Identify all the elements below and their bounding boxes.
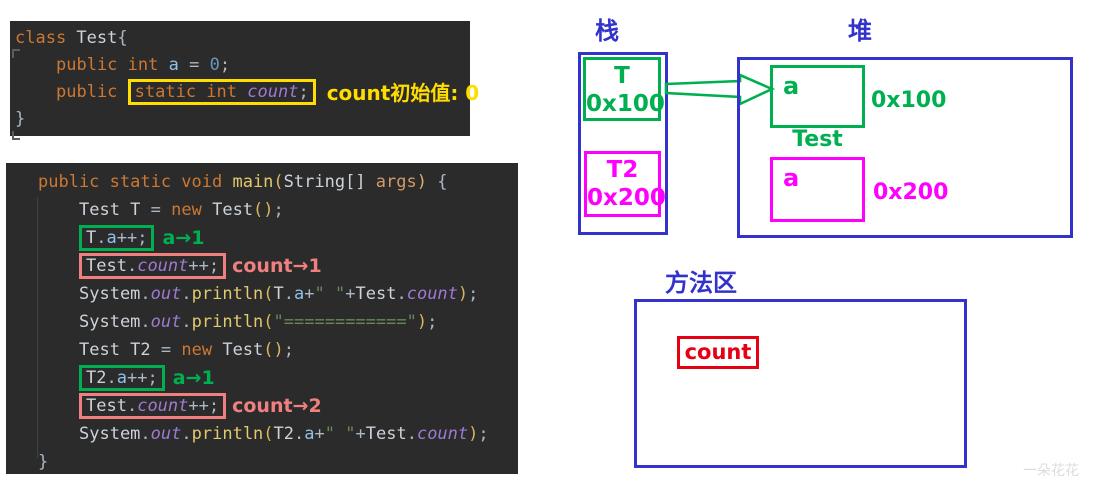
stack-variable-address: 0x100 (586, 91, 665, 117)
heap-object-T2: a (770, 157, 865, 222)
stack-variable-name: T2 (606, 157, 639, 183)
heap-object-address-0x100: 0x100 (871, 88, 947, 113)
code-line: System.out.println("============"); (79, 312, 438, 332)
annotation-text: count初始值: 0 (326, 81, 480, 105)
code-line: T.a++; a→1 (38, 224, 518, 252)
stack-box (578, 52, 668, 235)
code-line: System.out.println(T.a+" "+Test.count); (79, 284, 479, 304)
method-area-box (634, 299, 967, 468)
highlight-box-green: T.a++; (79, 225, 155, 251)
code-line: public static void main(String[] args) { (38, 172, 448, 192)
fold-marker-icon (12, 131, 20, 140)
heap-object-address-0x200: 0x200 (873, 180, 949, 205)
code-line: } (38, 452, 49, 472)
highlight-box-green: T2.a++; (79, 365, 165, 391)
code-line: } (15, 108, 26, 129)
object-field-a: a (783, 164, 800, 192)
static-field-count-box: count (677, 336, 759, 369)
stack-frame-T2: T2 0x200 (584, 151, 666, 217)
heap-area-label: 堆 (848, 17, 872, 45)
annotation-text: count→2 (232, 395, 322, 417)
highlight-box-salmon: Test.count++; (79, 393, 227, 419)
heap-object-class-label: Test (792, 127, 843, 152)
code-line: public static int count;count初始值: 0 (15, 78, 479, 105)
stack-frame-T: T 0x100 (583, 57, 665, 121)
object-field-a: a (783, 72, 800, 100)
heap-object-T: a (770, 65, 865, 128)
code-line: Test.count++;count→1 (38, 252, 518, 280)
annotation-text: a→1 (172, 367, 215, 389)
code-line: public int a = 0; (56, 54, 231, 75)
method-area-label: 方法区 (665, 269, 737, 297)
class-definition-code-block: class Test{public int a = 0;public stati… (10, 21, 479, 140)
fold-marker-icon (12, 49, 20, 58)
code-line: Test.count++;count→2 (38, 392, 518, 420)
stack-area-label: 栈 (595, 17, 619, 45)
annotation-text: count→1 (232, 255, 322, 277)
heap-box (737, 57, 1073, 238)
code-line: Test T = new Test(); (79, 200, 284, 220)
reference-arrow-icon (664, 73, 776, 107)
highlight-box-salmon: Test.count++; (79, 253, 227, 279)
code-line: System.out.println(T2.a+" "+Test.count); (79, 424, 489, 444)
annotation-text: a→1 (162, 227, 205, 249)
watermark: 一朵花花 (1023, 463, 1079, 479)
main-method-code-block: public static void main(String[] args) {… (6, 163, 518, 474)
stack-variable-name: T (614, 63, 630, 89)
code-line: T2.a++; a→1 (38, 364, 518, 392)
highlight-box-yellow: static int count; (127, 78, 316, 105)
code-line: Test T2 = new Test(); (79, 340, 295, 360)
stack-variable-address: 0x200 (587, 185, 666, 211)
code-line: class Test{ (15, 27, 128, 48)
